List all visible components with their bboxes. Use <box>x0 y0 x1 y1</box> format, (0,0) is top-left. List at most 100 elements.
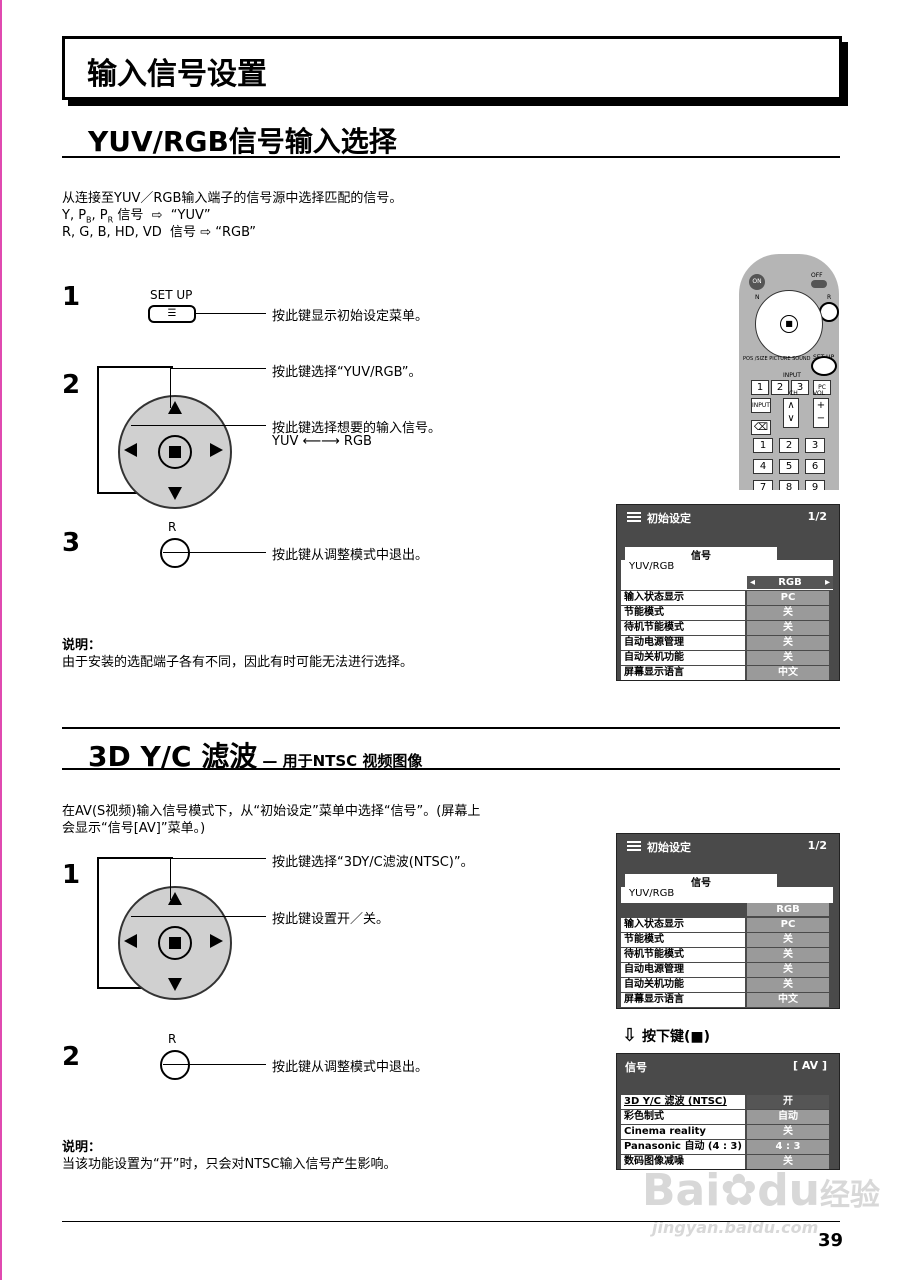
down-arrow-icon[interactable] <box>168 487 182 500</box>
s2-step1-text-b: 按此键设置开／关。 <box>272 912 390 927</box>
step3-number: 3 <box>62 528 81 558</box>
remote-key-4[interactable]: 4 <box>753 459 773 474</box>
left-arrow-icon[interactable] <box>124 443 137 457</box>
remote-vol-rocker[interactable]: +− <box>813 398 829 428</box>
right-arrow-icon[interactable] <box>210 443 223 457</box>
step2-leader-b <box>131 425 266 426</box>
step3-text: 按此键从调整模式中退出。 <box>272 548 429 563</box>
step2-number: 2 <box>62 370 81 400</box>
paw-icon: ✿ <box>720 1165 758 1216</box>
menu-signal-tab[interactable]: 信号 <box>625 874 777 889</box>
remote-key-5[interactable]: 5 <box>779 459 799 474</box>
step2-leader-a-vert <box>170 368 171 408</box>
section2-subtitle: — 用于NTSC 视频图像 <box>262 752 423 770</box>
step2-leader-a <box>171 368 266 369</box>
s2-step1-text-a: 按此键选择“3DY/C滤波(NTSC)”。 <box>272 855 474 870</box>
stop-square-icon <box>169 937 181 949</box>
remote-key-6[interactable]: 6 <box>805 459 825 474</box>
pos-label: POS /SIZE PICTURE SOUND <box>743 356 811 362</box>
note2-text: 当该功能设置为“开”时，只会对NTSC输入信号产生影响。 <box>62 1157 397 1172</box>
arrow-right-icon: ⇨ <box>200 225 212 240</box>
section2-title: 3D Y/C 滤波 <box>88 740 258 773</box>
remote-key-9[interactable]: 9 <box>805 480 825 490</box>
menu-list-icon <box>627 841 641 851</box>
s2-step2-leader <box>163 1064 266 1065</box>
remote-input-button[interactable]: INPUT <box>751 398 771 413</box>
remote-setup-button[interactable] <box>811 356 837 376</box>
step2-text-b: 按此键选择想要的输入信号。 <box>272 421 442 436</box>
setup-key-button[interactable]: ☰ <box>148 305 196 323</box>
step3-leader <box>163 552 266 553</box>
setup-key-label: SET UP <box>150 288 193 302</box>
step1-text: 按此键显示初始设定菜单。 <box>272 309 429 324</box>
r-key-button[interactable] <box>160 538 190 568</box>
left-arrow-icon[interactable] <box>124 934 137 948</box>
s2-step2-number: 2 <box>62 1042 81 1072</box>
menu-signal-tab[interactable]: 信号 <box>625 547 777 562</box>
off-button[interactable] <box>811 280 827 288</box>
section2-heading: 3D Y/C 滤波 — 用于NTSC 视频图像 <box>88 735 422 775</box>
section1-intro-1: 从连接至YUV／RGB输入端子的信号源中选择匹配的信号。 <box>62 191 403 206</box>
up-arrow-icon[interactable] <box>168 892 182 905</box>
section1-intro-2: Y, PB, PR 信号 ⇨ “YUV” <box>62 208 211 225</box>
s2-step1-leader-a-vert <box>170 858 171 900</box>
menu-yuvrgb-row[interactable]: YUV/RGB ◂RGB▸ <box>621 560 833 590</box>
remote-enter-button[interactable]: ■ <box>780 315 798 333</box>
remote-ch-rocker[interactable]: ∧∨ <box>783 398 799 428</box>
remote-key-2[interactable]: 2 <box>779 438 799 453</box>
menu-yuvrgb-value: RGB <box>747 903 829 916</box>
page-edge <box>0 0 2 1280</box>
remote-key-7[interactable]: 7 <box>753 480 773 490</box>
footer-rule <box>62 1221 840 1222</box>
r-label: R <box>827 294 832 301</box>
remote-pc-button[interactable]: PC <box>813 380 831 395</box>
step2-text-a: 按此键选择“YUV/RGB”。 <box>272 365 422 380</box>
section2-top-rule <box>62 727 840 729</box>
on-button[interactable]: ON <box>749 274 765 290</box>
enter-button[interactable] <box>158 435 192 469</box>
menu-list-icon: ☰ <box>167 308 177 319</box>
s2-step1-number: 1 <box>62 860 81 890</box>
remote-key-1-input[interactable]: 1 <box>751 380 769 395</box>
page-title-box: 输入信号设置 <box>62 36 842 100</box>
section1-rule <box>62 156 840 158</box>
arrow-right-icon: ⇨ <box>151 208 163 223</box>
remote-key-2-input[interactable]: 2 <box>771 380 789 395</box>
section2-intro-2: 会显示“信号[AV]”菜单。) <box>62 821 206 836</box>
menu-header: 初始设定 1/2 <box>617 505 839 529</box>
s2-step2-text: 按此键从调整模式中退出。 <box>272 1060 429 1075</box>
off-label: OFF <box>811 272 823 279</box>
direction-pad-2 <box>118 886 232 1000</box>
section2-intro-1: 在AV(S视频)输入信号模式下，从“初始设定”菜单中选择“信号”。(屏幕上 <box>62 804 481 819</box>
menu-header: 初始设定 1/2 <box>617 834 839 858</box>
input-label: INPUT <box>783 372 801 379</box>
ch-label: CH <box>789 390 798 397</box>
remote-key-8[interactable]: 8 <box>779 480 799 490</box>
menu-yuvrgb-row[interactable]: YUV/RGB <box>621 887 833 903</box>
section2-rule <box>62 768 840 770</box>
double-arrow-icon: ⟵⟶ <box>302 434 340 449</box>
press-down-note: ⇩ 按下键(■) <box>622 1025 710 1046</box>
r-key-button-2[interactable] <box>160 1050 190 1080</box>
note1-title: 说明： <box>62 638 102 653</box>
remote-key-3[interactable]: 3 <box>805 438 825 453</box>
up-arrow-icon[interactable] <box>168 401 182 414</box>
remote-key-3-input[interactable]: 3 <box>791 380 809 395</box>
menu-yuvrgb-value: ◂RGB▸ <box>747 576 833 589</box>
menu-list-icon <box>627 512 641 522</box>
r-key-label-2: R <box>168 1032 177 1046</box>
remote-key-1[interactable]: 1 <box>753 438 773 453</box>
watermark-url: jingyan.baidu.com <box>652 1218 819 1237</box>
remote-return-button[interactable]: ⌫ <box>751 420 771 435</box>
down-arrow-icon[interactable] <box>168 978 182 991</box>
n-label: N <box>755 294 760 301</box>
baidu-watermark: Bai✿du经验 <box>642 1165 881 1216</box>
remote-dpad[interactable]: ■ <box>755 290 823 358</box>
right-arrow-icon[interactable] <box>210 934 223 948</box>
note2-title: 说明： <box>62 1140 102 1155</box>
enter-button[interactable] <box>158 926 192 960</box>
step1-leader <box>194 313 266 314</box>
s2-step1-bracket <box>97 857 173 989</box>
